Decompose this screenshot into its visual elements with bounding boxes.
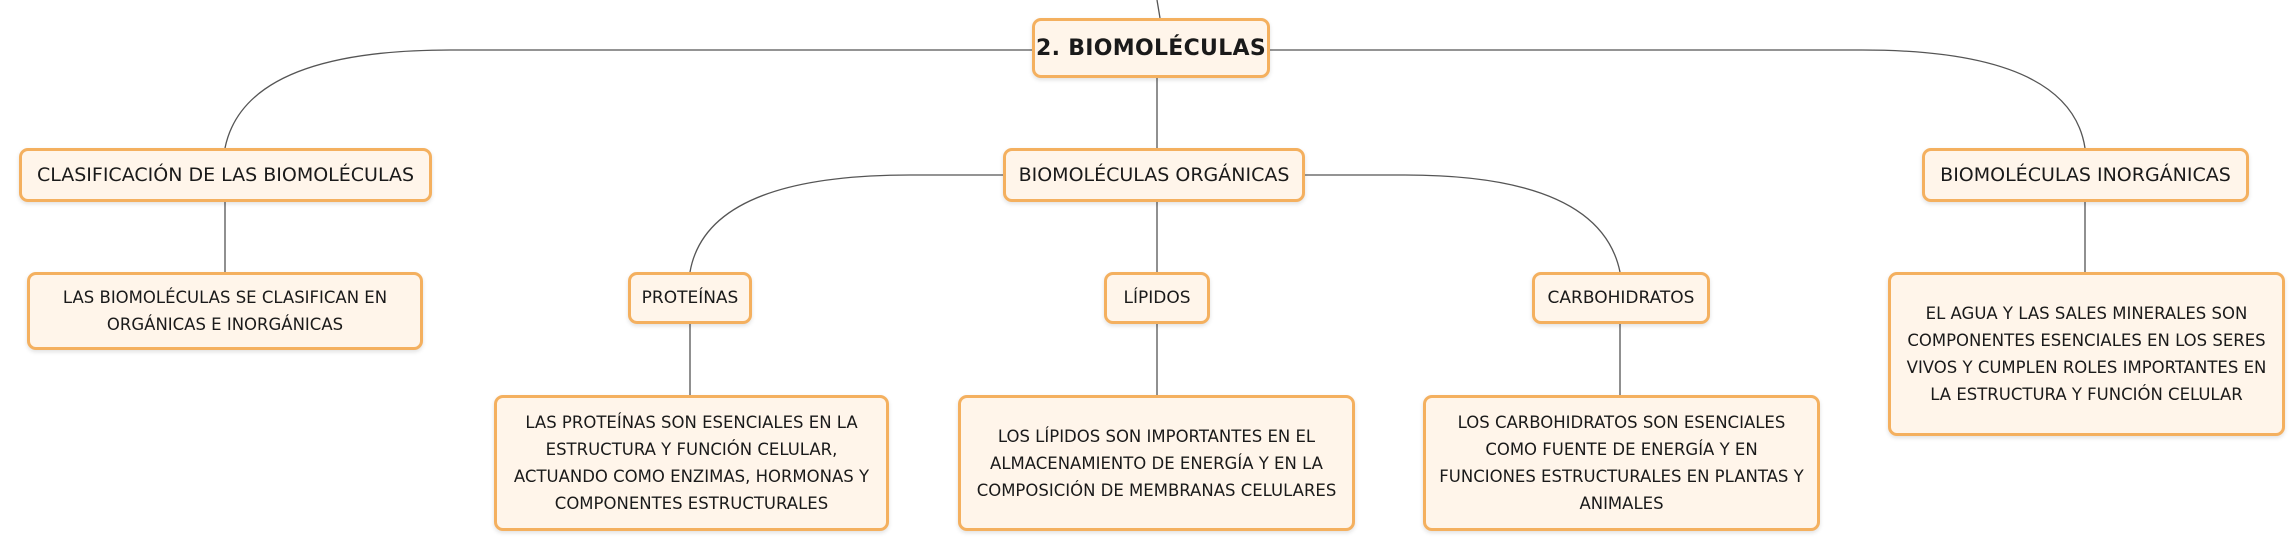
node-carbohidratos-detail[interactable]: LOS CARBOHIDRATOS SON ESENCIALES COMO FU… — [1423, 395, 1820, 531]
node-proteinas[interactable]: PROTEÍNAS — [628, 272, 752, 324]
connector-organicas-to-carbohidratos — [1305, 174, 1621, 273]
connector-root-to-inorganicas — [1270, 49, 2086, 149]
node-detail-text: LAS PROTEÍNAS SON ESENCIALES EN LA ESTRU… — [513, 413, 870, 513]
node-organicas[interactable]: BIOMOLÉCULAS ORGÁNICAS — [1003, 148, 1305, 202]
node-label: LÍPIDOS — [1123, 288, 1191, 308]
node-inorganicas[interactable]: BIOMOLÉCULAS INORGÁNICAS — [1922, 148, 2249, 202]
node-detail-text: LOS LÍPIDOS SON IMPORTANTES EN EL ALMACE… — [976, 426, 1337, 500]
node-clasificacion-detail[interactable]: LAS BIOMOLÉCULAS SE CLASIFICAN EN ORGÁNI… — [27, 272, 423, 350]
node-label: CLASIFICACIÓN DE LAS BIOMOLÉCULAS — [36, 164, 415, 186]
node-inorganicas-detail[interactable]: EL AGUA Y LAS SALES MINERALES SON COMPON… — [1888, 272, 2285, 436]
connector-organicas-to-proteinas — [689, 174, 1003, 273]
node-detail-text: EL AGUA Y LAS SALES MINERALES SON COMPON… — [1906, 304, 2267, 404]
node-label: CARBOHIDRATOS — [1547, 288, 1695, 308]
node-lipidos-detail[interactable]: LOS LÍPIDOS SON IMPORTANTES EN EL ALMACE… — [958, 395, 1355, 531]
node-proteinas-detail[interactable]: LAS PROTEÍNAS SON ESENCIALES EN LA ESTRU… — [494, 395, 889, 531]
node-detail-text: LOS CARBOHIDRATOS SON ESENCIALES COMO FU… — [1439, 413, 1804, 513]
node-detail-text: LAS BIOMOLÉCULAS SE CLASIFICAN EN ORGÁNI… — [62, 288, 388, 334]
node-carbohidratos[interactable]: CARBOHIDRATOS — [1532, 272, 1710, 324]
node-label: PROTEÍNAS — [641, 288, 739, 308]
node-label: BIOMOLÉCULAS INORGÁNICAS — [1940, 164, 2231, 186]
connector-top-stub — [1156, 0, 1161, 19]
node-root-biomoleculas[interactable]: 2. BIOMOLÉCULAS — [1032, 18, 1270, 78]
node-label: 2. BIOMOLÉCULAS — [1035, 35, 1267, 61]
node-lipidos[interactable]: LÍPIDOS — [1104, 272, 1210, 324]
node-clasificacion[interactable]: CLASIFICACIÓN DE LAS BIOMOLÉCULAS — [19, 148, 432, 202]
connector-root-to-clasificacion — [224, 49, 1032, 149]
node-label: BIOMOLÉCULAS ORGÁNICAS — [1018, 164, 1290, 186]
